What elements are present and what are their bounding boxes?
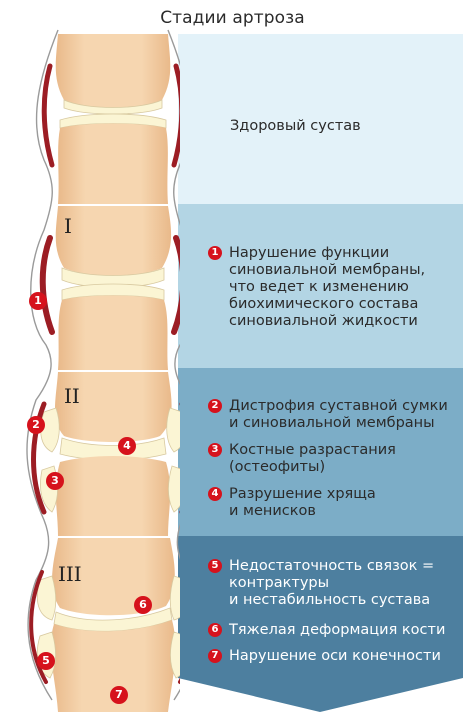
legend-item-4: 4 Разрушение хряща и менисков: [208, 486, 460, 520]
legend-text-3: Костные разрастания (остеофиты): [229, 442, 460, 476]
legend-item-1: 1 Нарушение функции синовиальной мембран…: [208, 245, 460, 330]
marker-2: 2: [27, 416, 45, 434]
legend-item-3: 3 Костные разрастания (остеофиты): [208, 442, 460, 476]
marker-5: 5: [37, 652, 55, 670]
legend-item-6: 6 Тяжелая деформация кости: [208, 622, 460, 639]
legend-item-7: 7 Нарушение оси конечности: [208, 648, 460, 665]
marker-7: 7: [110, 686, 128, 704]
legend-text-2: Дистрофия суставной сумки и синовиальной…: [229, 398, 460, 432]
legend-badge-7: 7: [208, 649, 222, 663]
stage-numeral-3: III: [58, 562, 82, 586]
marker-6: 6: [134, 596, 152, 614]
legend-item-2: 2 Дистрофия суставной сумки и синовиальн…: [208, 398, 460, 432]
legend-badge-6: 6: [208, 623, 222, 637]
legend-text-5: Недостаточность связок = контрактуры и н…: [229, 558, 460, 609]
stage-numeral-1: I: [64, 214, 72, 238]
marker-3: 3: [46, 472, 64, 490]
marker-1: 1: [29, 292, 47, 310]
legend-badge-3: 3: [208, 443, 222, 457]
legend-text-1: Нарушение функции синовиальной мембраны,…: [229, 245, 460, 330]
legend-badge-4: 4: [208, 487, 222, 501]
legend-badge-1: 1: [208, 246, 222, 260]
legend-text-6: Тяжелая деформация кости: [229, 622, 460, 639]
legend-item-5: 5 Недостаточность связок = контрактуры и…: [208, 558, 460, 609]
legend-text-4: Разрушение хряща и менисков: [229, 486, 460, 520]
legend-badge-2: 2: [208, 399, 222, 413]
joint-illustration: [0, 0, 180, 716]
healthy-joint-label: Здоровый сустав: [230, 118, 361, 135]
legend-text-7: Нарушение оси конечности: [229, 648, 460, 665]
marker-4: 4: [118, 437, 136, 455]
stage-numeral-2: II: [64, 384, 80, 408]
legend-badge-5: 5: [208, 559, 222, 573]
